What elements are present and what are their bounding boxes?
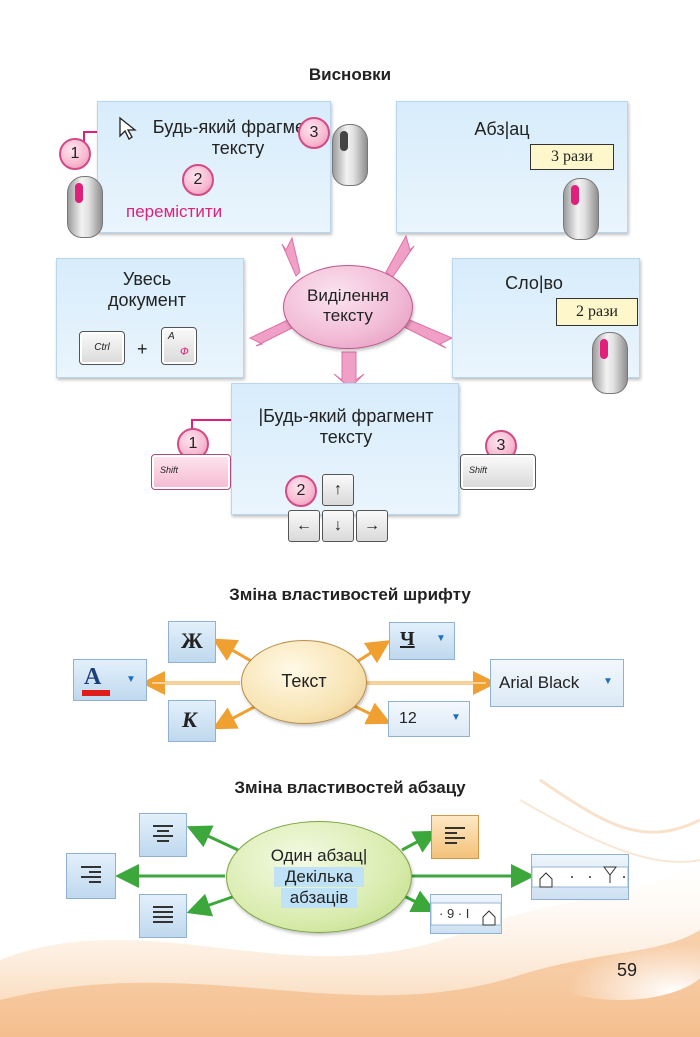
kb-step-2-badge: 2: [285, 475, 317, 507]
font-color-swatch: [82, 690, 110, 696]
mouse-triple-click-icon: [563, 178, 599, 240]
align-right-button[interactable]: [66, 853, 116, 899]
align-right-icon: [81, 866, 101, 883]
underline-button[interactable]: Ч ▼: [389, 622, 455, 660]
italic-button[interactable]: К: [168, 700, 216, 742]
double-click-label: 2 рази: [556, 298, 638, 326]
ruler-markers-icon: [532, 866, 628, 888]
font-section-title: Зміна властивостей шрифту: [229, 585, 471, 604]
triple-click-label: 3 рази: [530, 144, 614, 170]
font-color-button[interactable]: А ▼: [73, 659, 147, 701]
step-1-badge: 1: [59, 138, 91, 170]
move-label: перемістити: [126, 202, 223, 221]
align-left-button[interactable]: [431, 815, 479, 859]
underline-label: Ч: [400, 628, 415, 650]
font-text-center: Текст: [241, 640, 367, 724]
font-size-value: 12: [399, 710, 417, 727]
font-color-label: А: [84, 664, 102, 690]
word-card-text: Сло|во: [505, 273, 563, 293]
paragraph-center-line1: Один абзац|: [270, 846, 368, 865]
a-key-cyrillic: Ф: [180, 346, 189, 358]
font-color-dropdown-icon[interactable]: ▼: [126, 674, 136, 685]
shift-key-released-label: Shift: [469, 465, 488, 475]
up-arrow-key: ↑: [322, 474, 354, 506]
align-center-icon: [153, 825, 173, 842]
align-center-button[interactable]: [139, 813, 187, 857]
drag-card-text: Будь-який фрагмент тексту: [152, 117, 324, 158]
bold-button[interactable]: Ж: [168, 621, 216, 663]
align-left-icon: [445, 827, 465, 844]
paragraph-section-title: Зміна властивостей абзацу: [234, 778, 466, 797]
font-center-label: Текст: [281, 671, 327, 691]
ruler-hanging-indent[interactable]: · 9 · I: [430, 894, 502, 934]
ruler-bottom-bar: [431, 902, 501, 926]
justify-button[interactable]: [139, 894, 187, 938]
paragraph-center-line3: абзаців: [281, 888, 357, 908]
ctrl-key: Ctrl: [79, 331, 125, 365]
font-name-select[interactable]: Arial Black ▼: [490, 659, 624, 707]
a-key-latin: A: [168, 331, 175, 342]
ruler-scale-text: · 9 · I: [439, 906, 470, 921]
justify-icon: [153, 906, 173, 923]
down-arrow-key: ↓: [322, 510, 354, 542]
shift-key-pressed: Shift: [151, 454, 231, 490]
font-size-select[interactable]: 12 ▼: [388, 701, 470, 737]
mouse-released-icon: [332, 124, 368, 186]
document-select-card: Увесь документ Ctrl + A Ф: [56, 258, 244, 378]
right-arrow-key: →: [356, 510, 388, 542]
paragraph-center: Один абзац| Декілька абзаців: [226, 821, 412, 933]
cursor-arrow-icon: [119, 116, 137, 140]
paragraph-card-text: Абз|ац: [474, 119, 530, 139]
paragraph-center-line2: Декілька: [274, 867, 364, 887]
mouse-pressed-icon: [67, 176, 103, 238]
step-2-badge: 2: [182, 164, 214, 196]
font-name-dropdown-icon[interactable]: ▼: [603, 676, 613, 687]
conclusions-title: Висновки: [308, 65, 392, 84]
page-number: 59: [617, 960, 638, 980]
mouse-double-click-icon: [592, 332, 628, 394]
text-selection-center: Виділення тексту: [283, 265, 413, 349]
plus-sign: +: [137, 339, 148, 359]
ruler-indent-markers[interactable]: [531, 854, 629, 900]
paragraph-arrows: [115, 825, 535, 917]
font-size-dropdown-icon[interactable]: ▼: [451, 712, 461, 723]
a-key: A Ф: [161, 327, 197, 365]
shift-key-pressed-label: Shift: [160, 465, 179, 475]
keyboard-card-text: |Будь-який фрагмент тексту: [258, 406, 434, 447]
underline-dropdown-icon[interactable]: ▼: [436, 633, 446, 644]
left-arrow-key: ←: [288, 510, 320, 542]
drag-select-card: Будь-який фрагмент тексту перемістити: [97, 101, 331, 233]
italic-label: К: [182, 707, 197, 732]
bold-label: Ж: [181, 628, 203, 653]
document-card-text: Увесь документ: [108, 269, 186, 310]
shift-key-released: Shift: [460, 454, 536, 490]
font-name-value: Arial Black: [499, 673, 580, 692]
selection-center-label: Виділення тексту: [307, 286, 389, 325]
step-3-badge: 3: [298, 117, 330, 149]
